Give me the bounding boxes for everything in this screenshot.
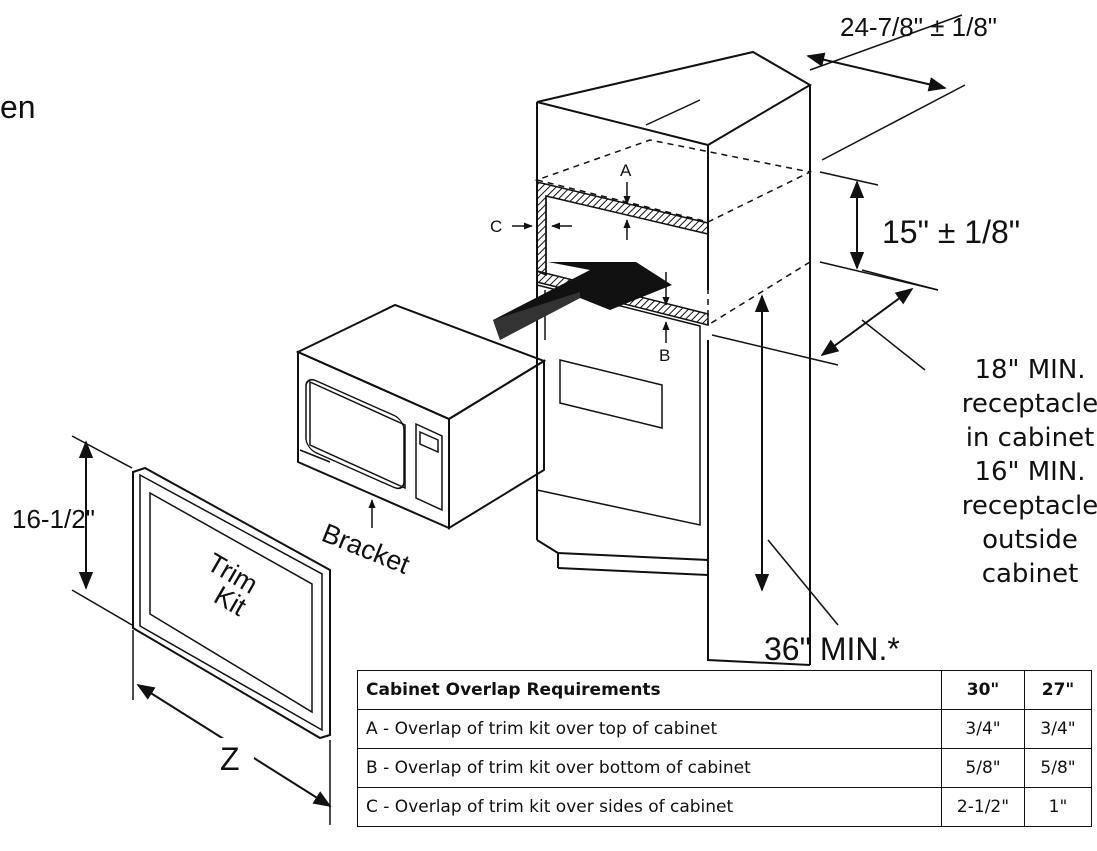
- bracket-label: Bracket: [318, 518, 415, 580]
- width-dimension: 24-7/8" ± 1/8": [806, 12, 997, 161]
- lower-cabinet-front: [536, 284, 701, 526]
- table-header-30: 30": [941, 670, 1025, 710]
- trim-kit: Trim Kit: [132, 466, 331, 740]
- svg-text:receptacle: receptacle: [962, 389, 1097, 419]
- marker-a-label: A: [620, 161, 632, 180]
- svg-text:receptacle: receptacle: [962, 491, 1097, 521]
- depth-dimension: 18" MIN. receptacle in cabinet 16" MIN. …: [711, 269, 1097, 589]
- oven-opening-outline: [534, 139, 813, 326]
- floor-height-label: 36" MIN.*: [764, 631, 900, 667]
- svg-text:16" MIN.: 16" MIN.: [974, 457, 1085, 487]
- svg-text:outside: outside: [982, 525, 1078, 555]
- marker-c-label: C: [490, 217, 502, 236]
- table-header-requirements: Cabinet Overlap Requirements: [357, 670, 942, 710]
- row-b-27: 5/8": [1024, 748, 1092, 788]
- trim-width-label: Z: [220, 741, 240, 777]
- floor-height-dimension: 36" MIN.*: [754, 294, 900, 667]
- row-a-27: 3/4": [1024, 709, 1092, 749]
- table-row: C - Overlap of trim kit over sides of ca…: [357, 787, 1092, 827]
- row-c-27: 1": [1024, 787, 1092, 827]
- table-row: A - Overlap of trim kit over top of cabi…: [357, 709, 1092, 749]
- height-label: 15" ± 1/8": [882, 214, 1020, 250]
- svg-text:cabinet: cabinet: [982, 559, 1079, 589]
- bracket-callout: Bracket: [318, 499, 415, 580]
- overlap-markers: A C B: [490, 161, 670, 365]
- row-a-description: A - Overlap of trim kit over top of cabi…: [357, 709, 942, 749]
- svg-text:18" MIN.: 18" MIN.: [974, 355, 1085, 385]
- marker-b-label: B: [659, 346, 670, 365]
- trim-height-dimension: 16-1/2": [12, 435, 133, 626]
- cabinet-overlap-table: Cabinet Overlap Requirements 30" 27" A -…: [357, 670, 1092, 827]
- depth-label: 18" MIN. receptacle in cabinet 16" MIN. …: [962, 355, 1097, 589]
- table-row: B - Overlap of trim kit over bottom of c…: [357, 748, 1092, 788]
- row-c-30: 2-1/2": [941, 787, 1025, 827]
- row-a-30: 3/4": [941, 709, 1025, 749]
- trim-height-label: 16-1/2": [12, 504, 95, 534]
- width-label: 24-7/8" ± 1/8": [840, 12, 997, 42]
- row-c-description: C - Overlap of trim kit over sides of ca…: [357, 787, 942, 827]
- insertion-arrow: [493, 262, 672, 340]
- partial-heading-text: en: [0, 89, 36, 125]
- row-b-30: 5/8": [941, 748, 1025, 788]
- microwave: [295, 303, 547, 530]
- svg-text:in cabinet: in cabinet: [966, 423, 1095, 453]
- table-header-row: Cabinet Overlap Requirements 30" 27": [357, 670, 1092, 710]
- table-header-27: 27": [1024, 670, 1092, 710]
- height-dimension: 15" ± 1/8": [819, 171, 1020, 291]
- row-b-description: B - Overlap of trim kit over bottom of c…: [357, 748, 942, 788]
- trim-width-dimension: Z: [132, 630, 332, 825]
